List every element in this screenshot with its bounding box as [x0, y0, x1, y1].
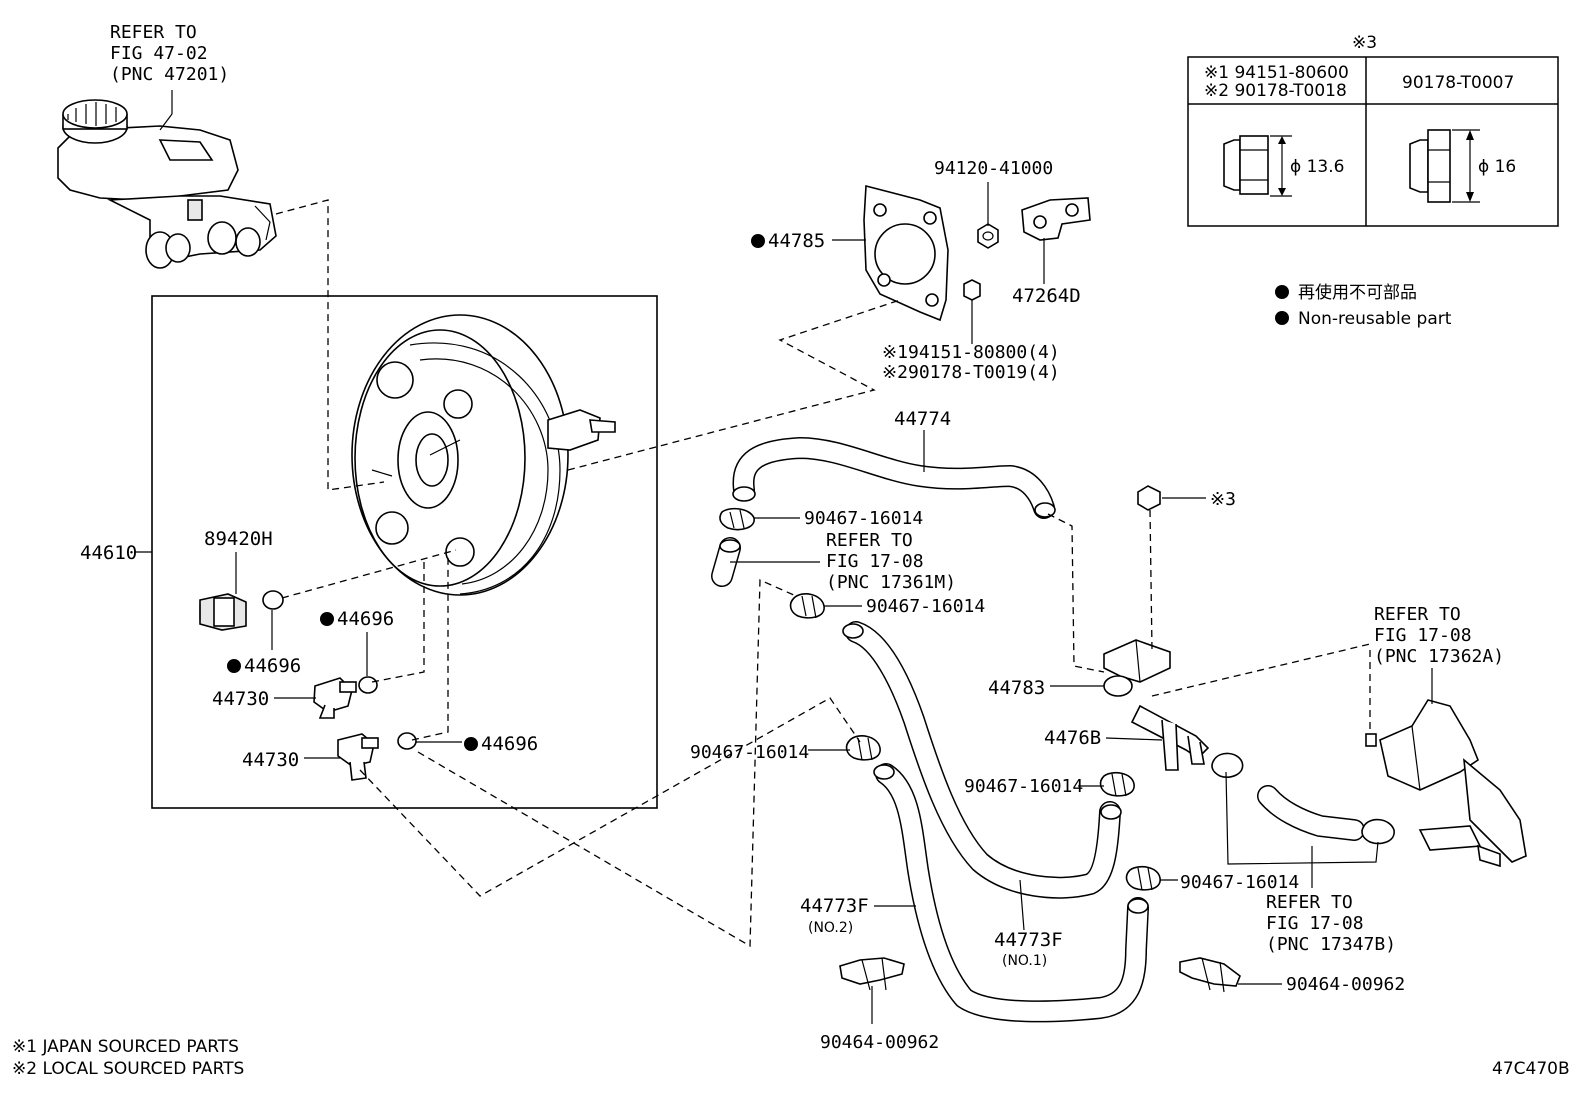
footnote-japan: ※1 JAPAN SOURCED PARTS [12, 1037, 239, 1057]
legend-jp: 再使用不可部品 [1298, 282, 1417, 303]
check-valve-44730-a [313, 677, 357, 719]
dim-16: ϕ 16 [1478, 157, 1516, 177]
ref-17361-line3: (PNC 17361M) [826, 572, 956, 593]
grommet-44696-a-icon [262, 590, 284, 610]
ref-3-nut: ※3 [1210, 489, 1236, 510]
part-47264d[interactable]: 47264D [1012, 285, 1081, 307]
clamp-right-icon [1361, 818, 1395, 845]
part-44773f-no1[interactable]: 44773F [994, 929, 1063, 951]
part-44785[interactable]: 44785 [768, 230, 825, 252]
clamp-90467-a-icon [719, 507, 755, 531]
legend-dot-icon [1275, 285, 1289, 299]
clip-90464-b-icon [1179, 957, 1241, 993]
part-94151-80800[interactable]: 94151-80800(4) [908, 342, 1060, 363]
label-no2: (NO.2) [808, 920, 853, 936]
ref-17362-line3: (PNC 17362A) [1374, 646, 1504, 667]
clamp-90467-b-icon [789, 593, 825, 619]
part-44773f-no2[interactable]: 44773F [800, 895, 869, 917]
mark-2-nut: ※2 [882, 362, 908, 383]
part-44730-lower[interactable]: 44730 [242, 749, 299, 771]
figure-id: 47C470B [1492, 1059, 1570, 1079]
part-44696-left[interactable]: 44696 [244, 655, 301, 677]
clamp-90467-16014-top[interactable]: 90467-16014 [804, 508, 923, 529]
clamp-4476b-side-icon [1211, 752, 1244, 778]
part-44696-lower[interactable]: 44696 [481, 733, 538, 755]
flange-nut-ref3-icon [1137, 485, 1161, 511]
table-col1-line2: ※2 90178-T0018 [1204, 81, 1347, 101]
vacuum-sensor-89420h [199, 593, 247, 631]
label-no1: (NO.1) [1002, 953, 1047, 969]
part-44610[interactable]: 44610 [80, 542, 137, 564]
clip-90464-00962-left[interactable]: 90464-00962 [820, 1032, 939, 1053]
clamp-90467-e-icon [1125, 865, 1161, 891]
non-reusable-dot-icon [464, 737, 478, 751]
grommet-44696-c-icon [397, 732, 417, 750]
connector-4476b-illustration [1130, 704, 1210, 771]
part-90178-t0019[interactable]: 90178-T0019(4) [908, 362, 1060, 383]
ref-17347-line2: FIG 17-08 [1266, 913, 1364, 934]
part-94120-41000[interactable]: 94120-41000 [934, 158, 1053, 179]
clip-90464-a-icon [839, 957, 905, 991]
clamp-90467-16014-right[interactable]: 90467-16014 [1180, 872, 1299, 893]
part-44774[interactable]: 44774 [894, 408, 951, 430]
legend-dot-icon [1275, 311, 1289, 325]
part-44696-upper[interactable]: 44696 [337, 608, 394, 630]
dim-13-6: ϕ 13.6 [1290, 157, 1344, 177]
flange-bolt-16-icon [1409, 129, 1451, 203]
legend-en: Non-reusable part [1298, 309, 1452, 329]
ref-master-line2: FIG 47-02 [110, 43, 208, 64]
mark-1-nut: ※1 [882, 342, 908, 363]
clamp-90467-16014-center[interactable]: 90467-16014 [964, 776, 1083, 797]
table-col2: 90178-T0007 [1402, 73, 1514, 93]
clamp-90467-c-icon [845, 735, 881, 761]
non-reusable-dot-icon [751, 234, 765, 248]
part-44783[interactable]: 44783 [988, 677, 1045, 699]
brake-booster-illustration [351, 314, 616, 596]
bracket-47264d-illustration [1021, 197, 1091, 241]
part-89420h[interactable]: 89420H [204, 528, 273, 550]
ref-17361-line2: FIG 17-08 [826, 551, 924, 572]
ref-17362-line1: REFER TO [1374, 604, 1461, 625]
non-reusable-dot-icon [320, 612, 334, 626]
gasket-44785-illustration [863, 184, 949, 322]
part-4476b[interactable]: 4476B [1044, 727, 1101, 749]
clip-90464-00962-right[interactable]: 90464-00962 [1286, 974, 1405, 995]
ref-master-line3: (PNC 47201) [110, 64, 229, 85]
ref3-table: ※3 ※1 94151-80600 ※2 90178-T0018 90178-T… [1187, 33, 1559, 227]
bracket-44783-illustration [1103, 639, 1171, 697]
check-valve-44730-b [337, 733, 379, 781]
table-title: ※3 [1352, 33, 1377, 53]
ref-master-line1: REFER TO [110, 22, 197, 43]
grommet-44696-b-icon [358, 676, 378, 694]
clamp-90467-16014-mid[interactable]: 90467-16014 [866, 596, 985, 617]
non-reusable-dot-icon [227, 659, 241, 673]
ref-17347-line3: (PNC 17347B) [1266, 934, 1396, 955]
clamp-90467-d-icon [1099, 771, 1135, 797]
master-cylinder-illustration [57, 99, 277, 269]
clamp-90467-16014-left[interactable]: 90467-16014 [690, 742, 809, 763]
flange-bolt-13-6-icon [1223, 135, 1269, 195]
nut-94120-icon [977, 223, 999, 249]
ref-17362-line2: FIG 17-08 [1374, 625, 1472, 646]
ref-17347-line1: REFER TO [1266, 892, 1353, 913]
bracket-17362a-illustration [1365, 699, 1527, 868]
nut-94151-icon [963, 279, 981, 301]
table-col1-line1: ※1 94151-80600 [1204, 63, 1349, 83]
part-44730-upper[interactable]: 44730 [212, 688, 269, 710]
footnote-local: ※2 LOCAL SOURCED PARTS [12, 1059, 244, 1079]
ref-17361-line1: REFER TO [826, 530, 913, 551]
